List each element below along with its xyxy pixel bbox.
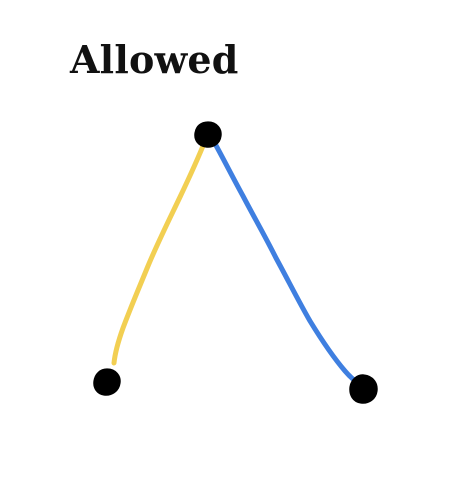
edge-top-to-bottom-left (111, 138, 208, 366)
diagram-title: Allowed (70, 37, 239, 82)
node-top (194, 121, 222, 148)
node-bottom-left (93, 368, 121, 396)
node-bottom-right (349, 374, 378, 404)
edge-top-to-bottom-right (210, 137, 362, 387)
